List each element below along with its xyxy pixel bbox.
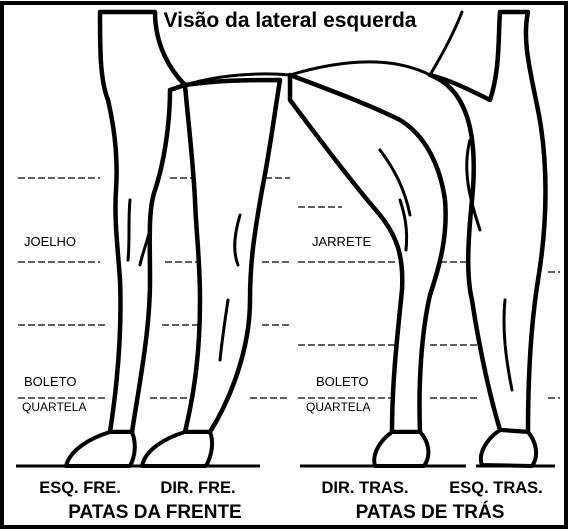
- diagram-title: Visão da lateral esquerda: [164, 9, 417, 32]
- front-fetlock-label: BOLETO: [24, 374, 77, 389]
- leg-label-right-hind: DIR. TRAS.: [321, 479, 408, 497]
- hind-fetlock-label: BOLETO: [316, 374, 369, 389]
- front-guide-lines: [18, 177, 290, 399]
- leg-label-left-front: ESQ. FRE.: [39, 479, 121, 497]
- left-hind-hoof: [479, 428, 539, 468]
- front-legs-group-label: PATAS DA FRENTE: [68, 502, 241, 523]
- right-front-hoof: [140, 430, 215, 468]
- leg-label-left-hind: ESQ. TRAS.: [449, 479, 543, 497]
- hock-label: JARRETE: [312, 234, 372, 249]
- right-hind-hoof: [372, 430, 431, 468]
- hind-legs-group-label: PATAS DE TRÁS: [356, 501, 505, 523]
- hind-pastern-label: QUARTELA: [306, 400, 370, 414]
- left-front-leg: [97, 9, 188, 435]
- left-hind-leg: [427, 9, 548, 435]
- front-pastern-label: QUARTELA: [22, 400, 86, 414]
- belly-line: [168, 60, 432, 92]
- right-hind-leg: [287, 72, 448, 435]
- right-front-leg: [182, 77, 283, 435]
- knee-label: JOELHO: [24, 234, 76, 249]
- leg-label-right-front: DIR. FRE.: [160, 479, 235, 497]
- flank-line: [428, 10, 464, 77]
- left-front-hoof: [64, 430, 137, 468]
